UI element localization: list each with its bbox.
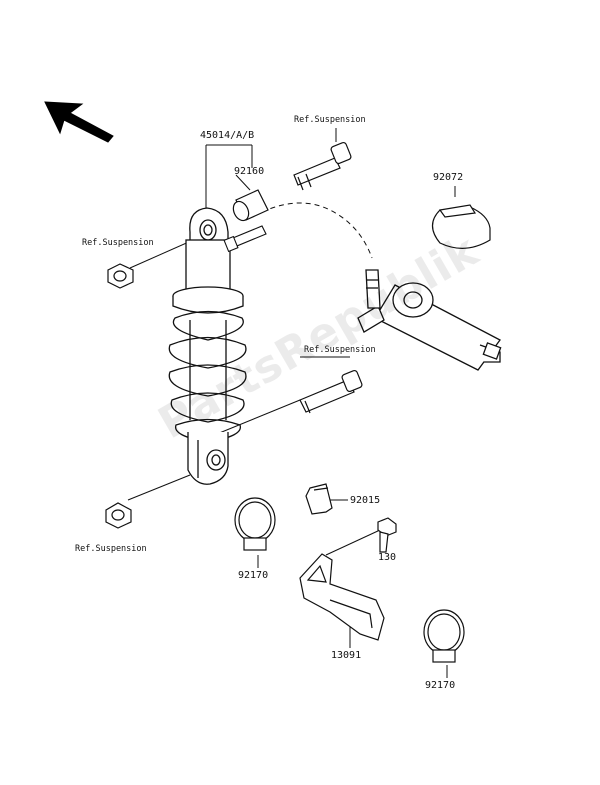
label-ref-suspension-left: Ref.Suspension [82, 238, 154, 248]
label-collar: 92160 [234, 166, 265, 177]
lower-bolt [299, 369, 363, 414]
guard-13091 [299, 553, 385, 641]
label-clamp-top: 92072 [433, 172, 464, 183]
shock-absorber [168, 207, 247, 485]
clip-92015 [305, 483, 333, 515]
clamp-92072 [431, 204, 491, 249]
label-ref-suspension-mid: Ref.Suspension [304, 345, 376, 355]
label-shock-absorber: 45014/A/B [200, 130, 255, 141]
collar [232, 189, 269, 222]
label-ref-suspension-top: Ref.Suspension [294, 115, 366, 125]
nut-left [107, 263, 134, 289]
label-ref-suspension-bottom: Ref.Suspension [75, 544, 147, 554]
bolt-130 [377, 517, 397, 553]
clamp-92170-left [234, 497, 276, 551]
top-bolt [293, 141, 352, 191]
label-guard: 13091 [331, 650, 362, 661]
front-direction-arrow [44, 101, 114, 143]
label-bolt: 130 [378, 552, 397, 563]
nut-bottom [105, 502, 132, 529]
reservoir-hose-fitting [223, 225, 267, 253]
label-clamp-bottom: 92170 [425, 680, 456, 691]
label-clamp-left: 92170 [238, 570, 269, 581]
label-clip: 92015 [350, 495, 381, 506]
clamp-92170-bottom [423, 609, 465, 663]
reservoir [357, 269, 502, 371]
